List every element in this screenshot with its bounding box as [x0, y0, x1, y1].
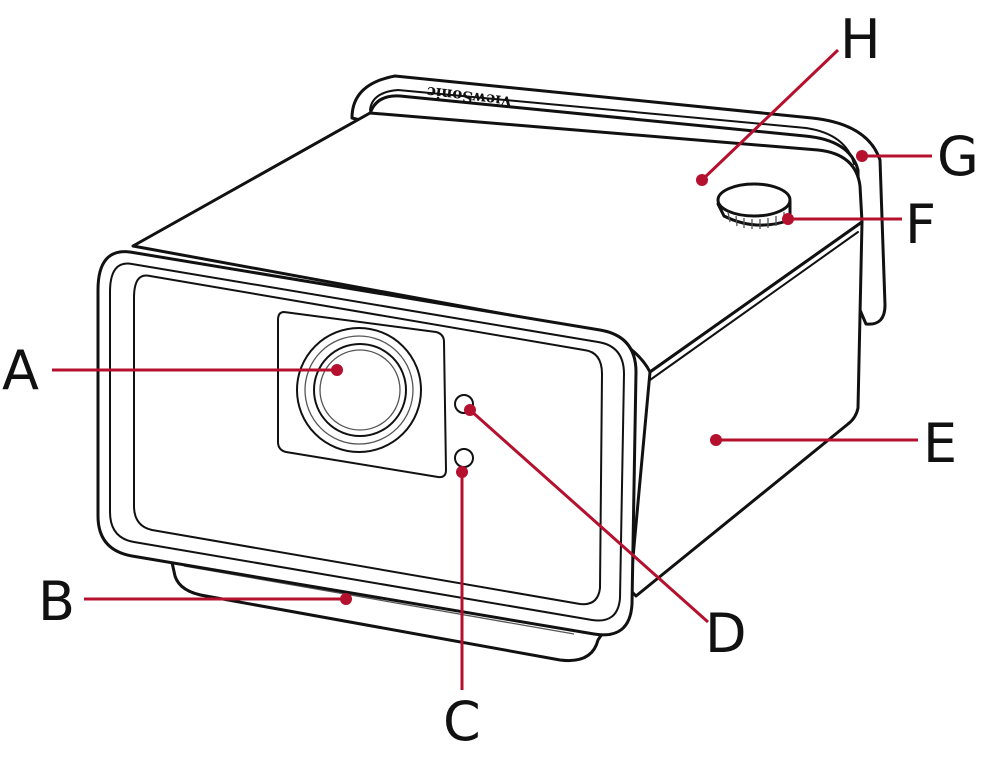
leader-dot-b: [340, 593, 352, 605]
label-c: C: [443, 690, 481, 753]
leader-dot-h: [696, 174, 708, 186]
callout-leaders: [52, 48, 932, 690]
leader-dot-g: [856, 150, 868, 162]
focus-knob: [716, 182, 792, 229]
leader-line-d: [469, 408, 709, 624]
leader-dot-a: [331, 364, 343, 376]
right-side-face: [628, 220, 864, 598]
lens-inner-ring: [313, 343, 407, 437]
label-h: H: [840, 8, 881, 71]
leader-line-h: [700, 48, 840, 182]
lens-housing-plate: [277, 311, 447, 479]
projector-drawing: ViewSonic: [96, 74, 887, 663]
label-g: G: [937, 125, 979, 188]
label-d: D: [705, 602, 747, 665]
upper-sensor: [454, 394, 474, 414]
side-edge-line: [649, 231, 859, 381]
leader-dot-d: [464, 404, 476, 416]
label-e: E: [923, 412, 957, 475]
callout-labels: A B C D E F G H: [2, 8, 979, 753]
leader-dot-f: [782, 213, 794, 225]
label-b: B: [38, 570, 75, 633]
leader-dot-e: [710, 434, 722, 446]
lens-assembly: [277, 311, 447, 479]
lens-outer-ring: [296, 327, 422, 453]
lens-mid-ring: [304, 335, 414, 445]
label-f: F: [905, 193, 936, 256]
leader-dot-c: [456, 466, 468, 478]
lens-glass: [319, 349, 401, 431]
handle: [350, 74, 887, 326]
label-a: A: [2, 339, 39, 402]
